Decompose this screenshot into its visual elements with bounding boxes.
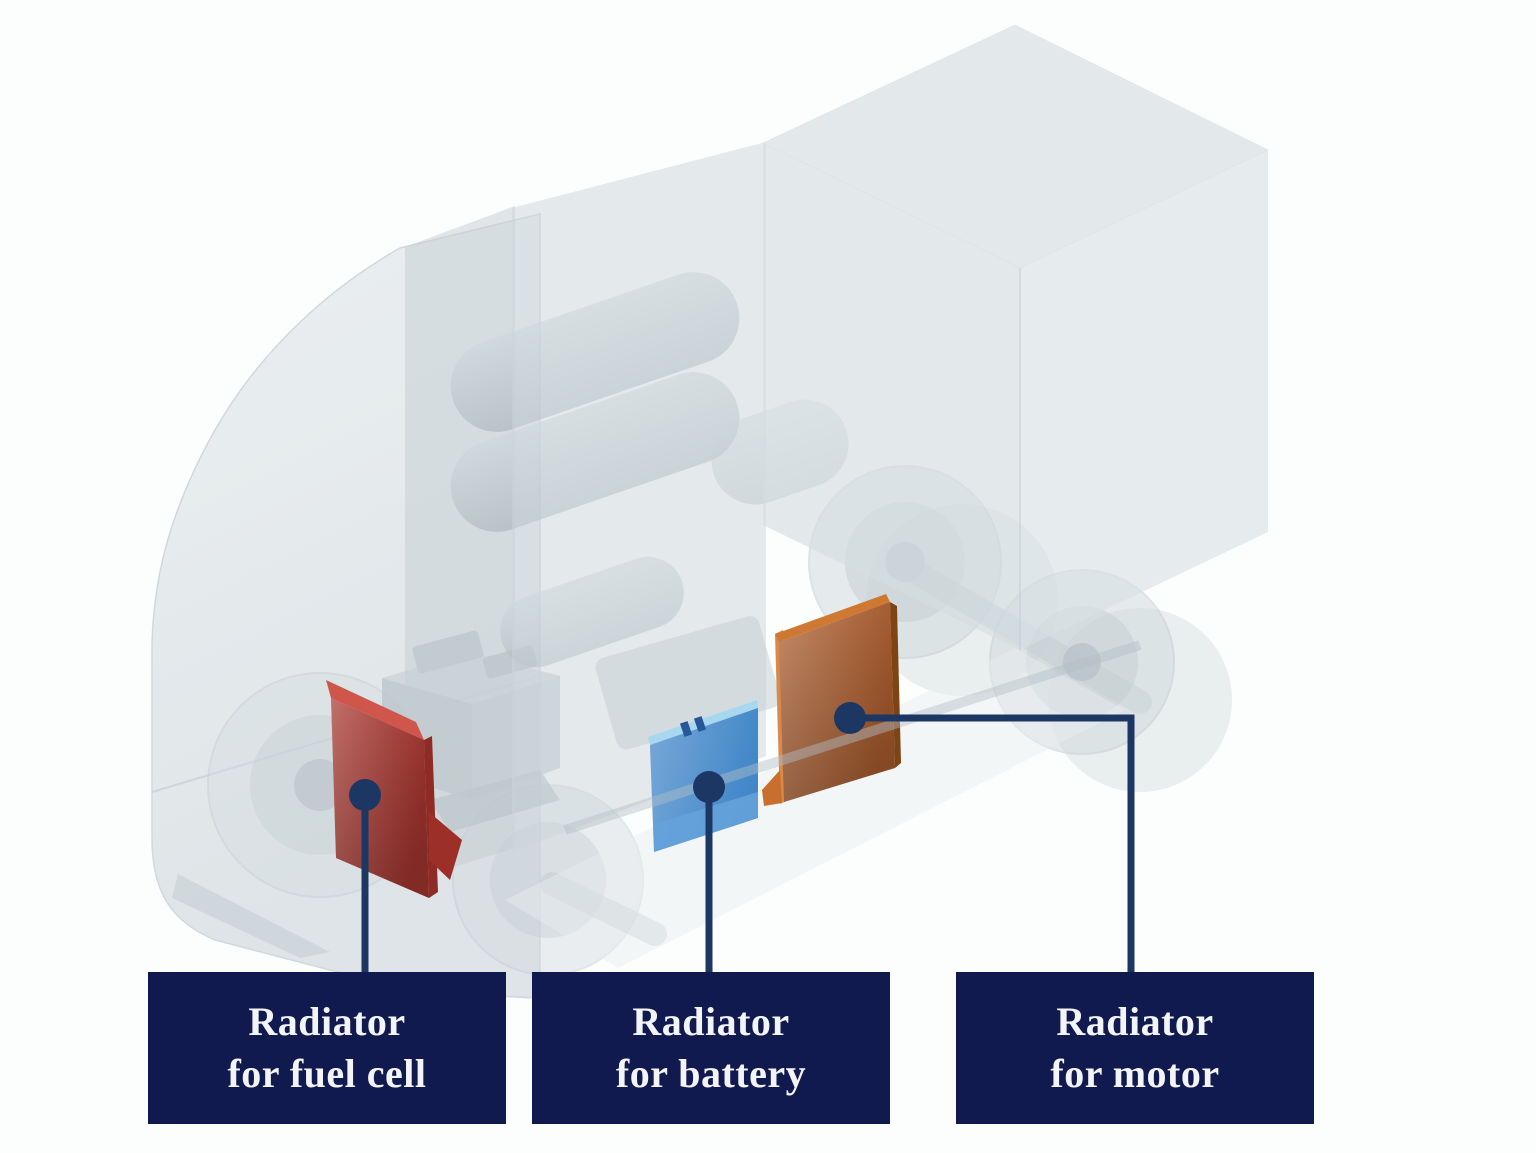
label-line: Radiator xyxy=(248,999,406,1044)
frame-rail xyxy=(563,640,1142,835)
connector-motor xyxy=(850,714,1135,976)
label-line: Radiator xyxy=(1056,999,1214,1044)
label-line: for battery xyxy=(615,1051,807,1096)
connector-lines xyxy=(361,714,1135,976)
front-axle xyxy=(540,872,667,946)
cargo-box xyxy=(762,24,1269,650)
label-radiator-battery: Radiator for battery xyxy=(532,972,890,1124)
radiator-clip xyxy=(693,716,707,732)
marker-dot-fuel-cell xyxy=(349,779,381,811)
radiator-clip xyxy=(679,721,693,737)
chassis-floor xyxy=(505,648,1125,968)
label-line: Radiator xyxy=(632,999,790,1044)
label-line: for fuel cell xyxy=(227,1051,427,1096)
marker-dot-battery xyxy=(693,771,725,803)
radiator-tab xyxy=(762,770,782,806)
marker-dot-motor xyxy=(834,702,866,734)
motor-radiator xyxy=(762,594,901,806)
label-radiator-motor: Radiator for motor xyxy=(956,972,1314,1124)
label-line: for motor xyxy=(1050,1051,1220,1096)
label-radiator-fuel-cell: Radiator for fuel cell xyxy=(148,972,506,1124)
cab-skirt xyxy=(172,874,330,958)
